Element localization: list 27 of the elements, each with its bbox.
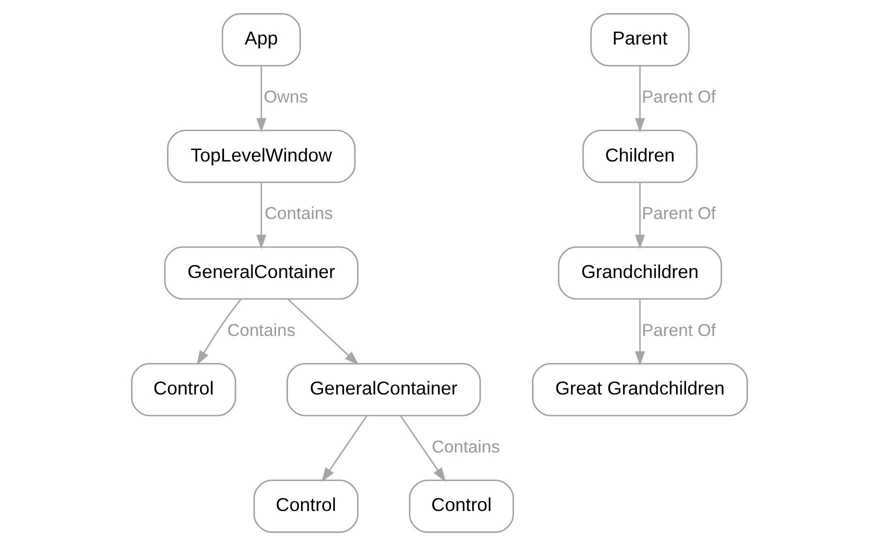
edge-label: Parent Of — [641, 86, 716, 107]
node-box: Great Grandchildren — [532, 362, 748, 416]
node-box: App — [221, 13, 300, 66]
arrow — [256, 182, 266, 250]
arrow — [321, 415, 367, 482]
node-box: Control — [130, 362, 236, 416]
node-box: Children — [582, 130, 698, 184]
edge-label: Contains — [226, 320, 295, 340]
node-box: Parent — [590, 13, 690, 66]
node-box: Control — [408, 480, 514, 533]
node-box: TopLevelWindow — [166, 130, 356, 184]
arrow — [400, 415, 446, 482]
arrow — [634, 182, 645, 250]
edge-label: Parent Of — [641, 203, 716, 224]
node-box: Grandchildren — [557, 246, 722, 300]
arrow — [196, 298, 242, 366]
node-box: GeneralContainer — [286, 362, 480, 416]
node-box: GeneralContainer — [164, 246, 358, 300]
arrow — [286, 298, 358, 366]
arrow — [634, 66, 645, 132]
edge-label: Owns — [263, 86, 308, 107]
edge-label: Contains — [264, 203, 332, 224]
arrow — [256, 66, 266, 132]
arrow — [634, 299, 645, 366]
edge-label: Contains — [431, 436, 500, 456]
node-box: Control — [252, 480, 358, 533]
edge-label: Parent Of — [641, 320, 716, 340]
